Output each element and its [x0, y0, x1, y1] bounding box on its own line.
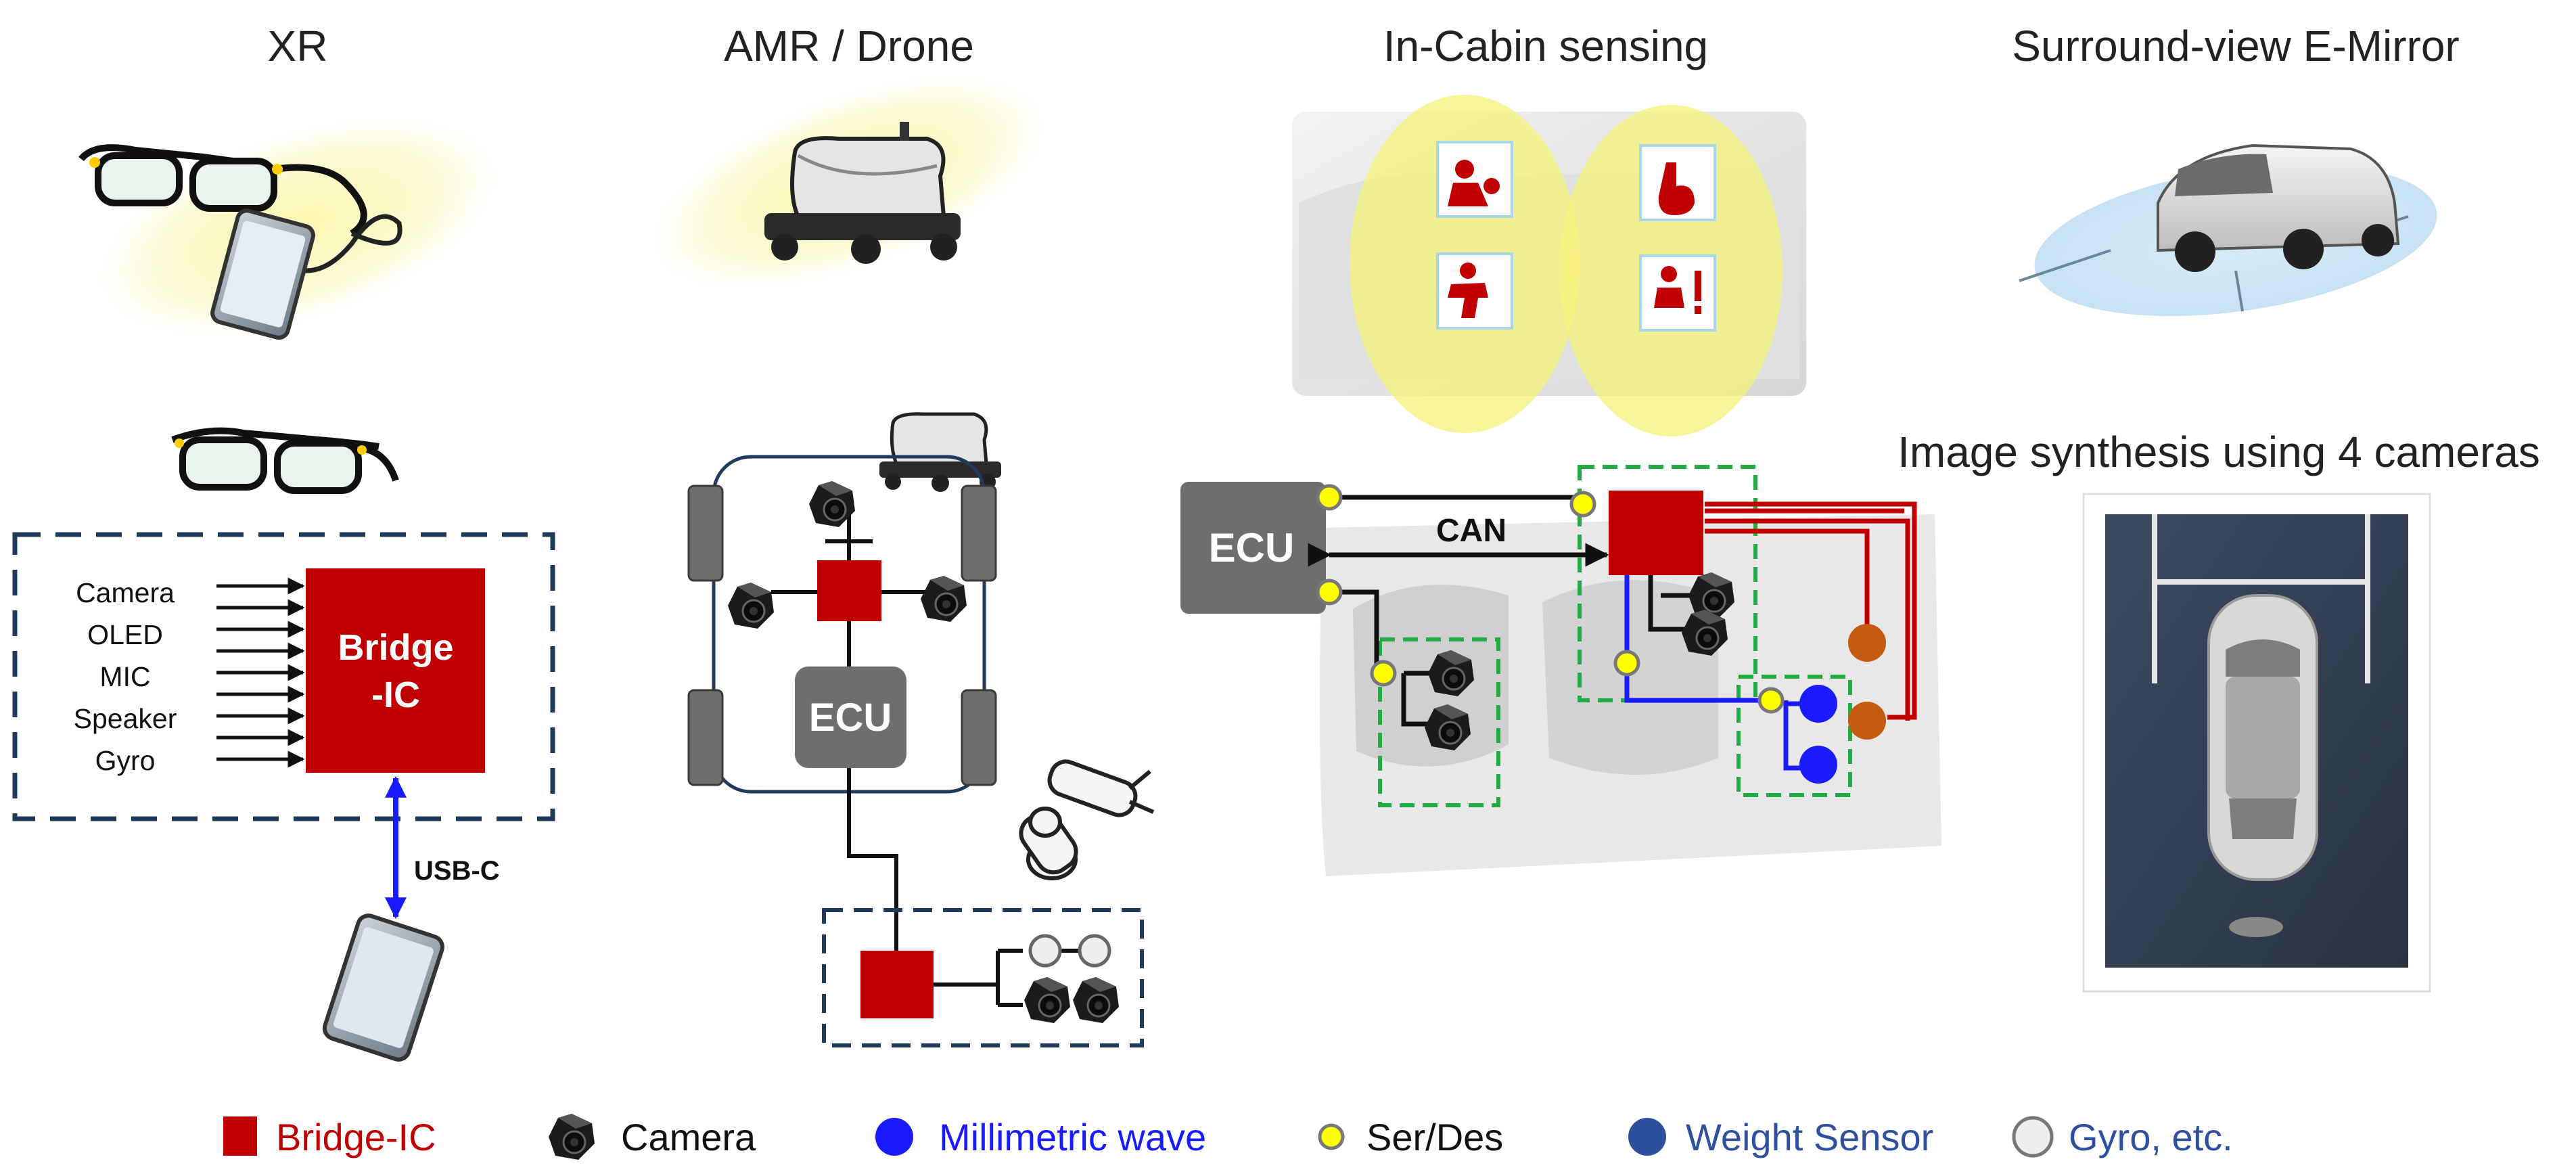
amr-wheels — [687, 484, 997, 786]
cabin-seat-right — [1542, 580, 1718, 775]
amr-camera-left — [727, 581, 775, 630]
legend-bridge-ic-label: Bridge-IC — [276, 1116, 436, 1158]
xr-bridge-label-1: Bridge — [338, 627, 453, 668]
xr-phone-icon — [322, 913, 444, 1062]
robot-arm-icon — [1019, 759, 1155, 880]
amr-gyro-1 — [1028, 934, 1062, 968]
cabin-serdes-front-bottom — [1615, 652, 1638, 675]
cabin-bridge-ic — [1609, 491, 1703, 575]
xr-bridge-ic — [306, 568, 485, 773]
cabin-title: In-Cabin sensing — [1383, 22, 1708, 70]
legend-weight-sensor-label: Weight Sensor — [1686, 1116, 1933, 1158]
xr-bridge-label-2: -IC — [371, 675, 420, 715]
legend-mmwave-icon — [875, 1118, 913, 1156]
legend-camera-label: Camera — [621, 1116, 756, 1158]
xr-glasses-illustration — [78, 115, 499, 340]
usb-c-label: USB-C — [414, 856, 500, 886]
legend: Bridge-IC Camera Millimetric wave Ser/De… — [223, 1112, 2233, 1161]
xr-input-gyro: Gyro — [95, 745, 156, 776]
cabin-mmwave-1 — [1799, 685, 1837, 723]
legend-serdes-label: Ser/Des — [1366, 1116, 1503, 1158]
amr-wiring — [771, 514, 927, 951]
xr-input-mic: MIC — [99, 661, 150, 692]
cabin-serdes-front — [1571, 493, 1594, 516]
cabin-ecu — [1180, 482, 1326, 614]
mirror-car-illustration — [2019, 143, 2437, 317]
xr-input-camera: Camera — [76, 577, 175, 608]
mirror-subtitle: Image synthesis using 4 cameras — [1898, 428, 2540, 476]
xr-device-boundary — [12, 532, 555, 821]
amr-ecu-label: ECU — [809, 696, 892, 740]
amr-robot-illustration — [649, 73, 1049, 292]
cabin-mmwave-2 — [1799, 746, 1837, 784]
cabin-top-illustration — [1292, 95, 1806, 436]
amr-camera-right — [919, 574, 968, 623]
amr-bridge-ic — [817, 560, 881, 621]
mirror-title: Surround-view E-Mirror — [2012, 22, 2459, 70]
amr-arm-bridge-ic — [860, 951, 934, 1018]
amr-ecu — [795, 667, 906, 768]
legend-gyro-icon — [2012, 1116, 2054, 1158]
amr-title: AMR / Drone — [724, 22, 974, 70]
cabin-rear-right-zone — [1736, 675, 1852, 797]
cabin-orange-sensor-2 — [1848, 702, 1886, 740]
cabin-rear-left-zone — [1378, 637, 1500, 807]
xr-input-speaker: Speaker — [74, 703, 177, 734]
mirror-topview-image — [2082, 493, 2431, 993]
cabin-serdes-ecu-1 — [1318, 486, 1341, 509]
cabin-serdes-ecu-2 — [1318, 581, 1341, 604]
legend-camera-icon — [547, 1112, 596, 1161]
cabin-wiring — [1308, 495, 1917, 771]
xr-input-list: Camera OLED MIC Speaker Gyro — [74, 577, 305, 776]
cabin-orange-sensor-1 — [1848, 624, 1886, 662]
legend-bridge-ic-icon — [223, 1116, 257, 1156]
cabin-serdes-rear-right — [1760, 689, 1782, 712]
xr-input-oled: OLED — [87, 619, 163, 650]
amr-arm-camera-2 — [1072, 976, 1120, 1024]
legend-mmwave-label: Millimetric wave — [939, 1116, 1206, 1158]
can-bus-label: CAN — [1436, 513, 1506, 549]
legend-serdes-icon — [1320, 1125, 1343, 1148]
amr-arm-module-boundary — [822, 908, 1144, 1047]
xr-small-glasses-icon — [171, 427, 399, 494]
amr-arm-camera-1 — [1023, 976, 1072, 1024]
cabin-serdes-rear-left — [1372, 662, 1395, 685]
xr-title: XR — [268, 22, 328, 70]
amr-gyro-2 — [1078, 934, 1111, 968]
cabin-ecu-label: ECU — [1209, 525, 1295, 570]
legend-gyro-label: Gyro, etc. — [2069, 1116, 2233, 1158]
legend-weight-sensor-icon — [1628, 1118, 1666, 1156]
